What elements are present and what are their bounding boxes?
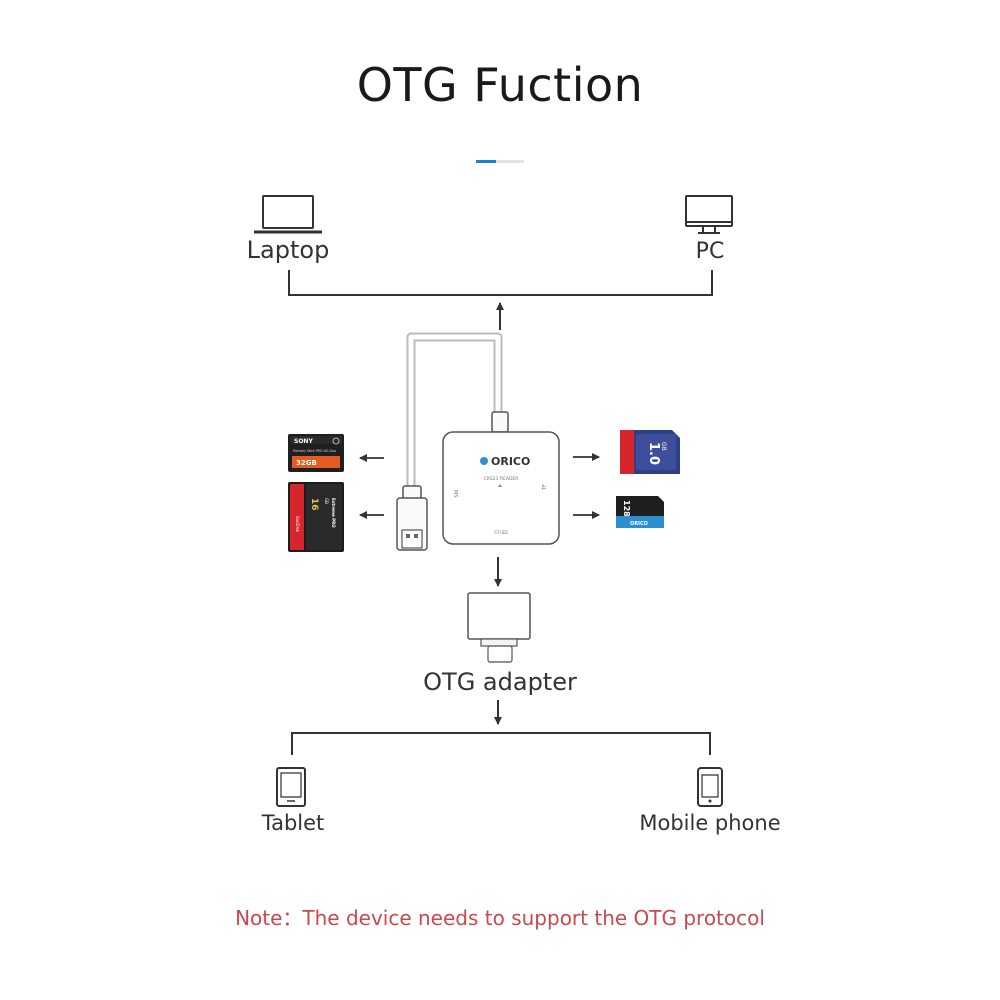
- bottom-bracket-line: [291, 732, 711, 755]
- hub-model-label: CRS21 READER: [484, 476, 519, 482]
- title-divider: [476, 160, 524, 163]
- otg-requirement-note: Note：The device needs to support the OTG…: [235, 906, 765, 930]
- usb-cable: [406, 332, 503, 486]
- card-reader-hub: ORICO CRS21 READER MS TF CF/SD: [442, 431, 560, 545]
- mobile-phone-label: Mobile phone: [639, 811, 781, 835]
- memory-stick-card: SONY Memory Stick PRO-HG Duo 32GB: [288, 434, 344, 472]
- tf-card: 128 ORICO: [616, 496, 664, 528]
- pc-label: PC: [695, 239, 725, 264]
- hub-left-port-label: MS: [452, 490, 458, 498]
- ms-card-capacity: 32GB: [296, 459, 317, 467]
- hub-brand-label: ORICO: [491, 455, 530, 468]
- tf-card-capacity: 128: [622, 500, 631, 517]
- smartphone-icon: [697, 767, 723, 807]
- monitor-icon: [685, 195, 733, 234]
- cf-card-unit: GB: [324, 498, 329, 504]
- otg-adapter-icon: [467, 592, 531, 663]
- sd-card-capacity: 1.0: [646, 442, 661, 465]
- page-title: OTG Fuction: [356, 58, 644, 112]
- ms-card-line: Memory Stick PRO-HG Duo: [293, 449, 336, 453]
- laptop-label: Laptop: [246, 236, 330, 264]
- tablet-icon: [276, 767, 306, 807]
- ms-card-brand: SONY: [294, 438, 313, 445]
- title-divider-accent: [476, 160, 496, 163]
- cf-card-capacity: 16: [309, 498, 319, 511]
- usb-a-plug: [396, 485, 428, 551]
- cf-card-brand: SanDisk: [295, 516, 300, 533]
- cf-card: 16 GB Extreme PRO SanDisk: [288, 482, 344, 552]
- tablet-label: Tablet: [261, 811, 325, 835]
- sd-card-unit: GB: [660, 442, 667, 451]
- hub-bottom-label: CF/SD: [494, 530, 508, 536]
- tf-card-brand: ORICO: [630, 521, 648, 527]
- top-bracket-line: [288, 270, 713, 296]
- sd-card: 1.0 GB: [620, 430, 680, 474]
- hub-cable-connector: [491, 411, 509, 433]
- otg-adapter-label: OTG adapter: [423, 668, 577, 696]
- hub-right-port-label: TF: [542, 484, 548, 491]
- laptop-icon: [254, 195, 322, 234]
- cf-card-name: Extreme PRO: [331, 498, 336, 528]
